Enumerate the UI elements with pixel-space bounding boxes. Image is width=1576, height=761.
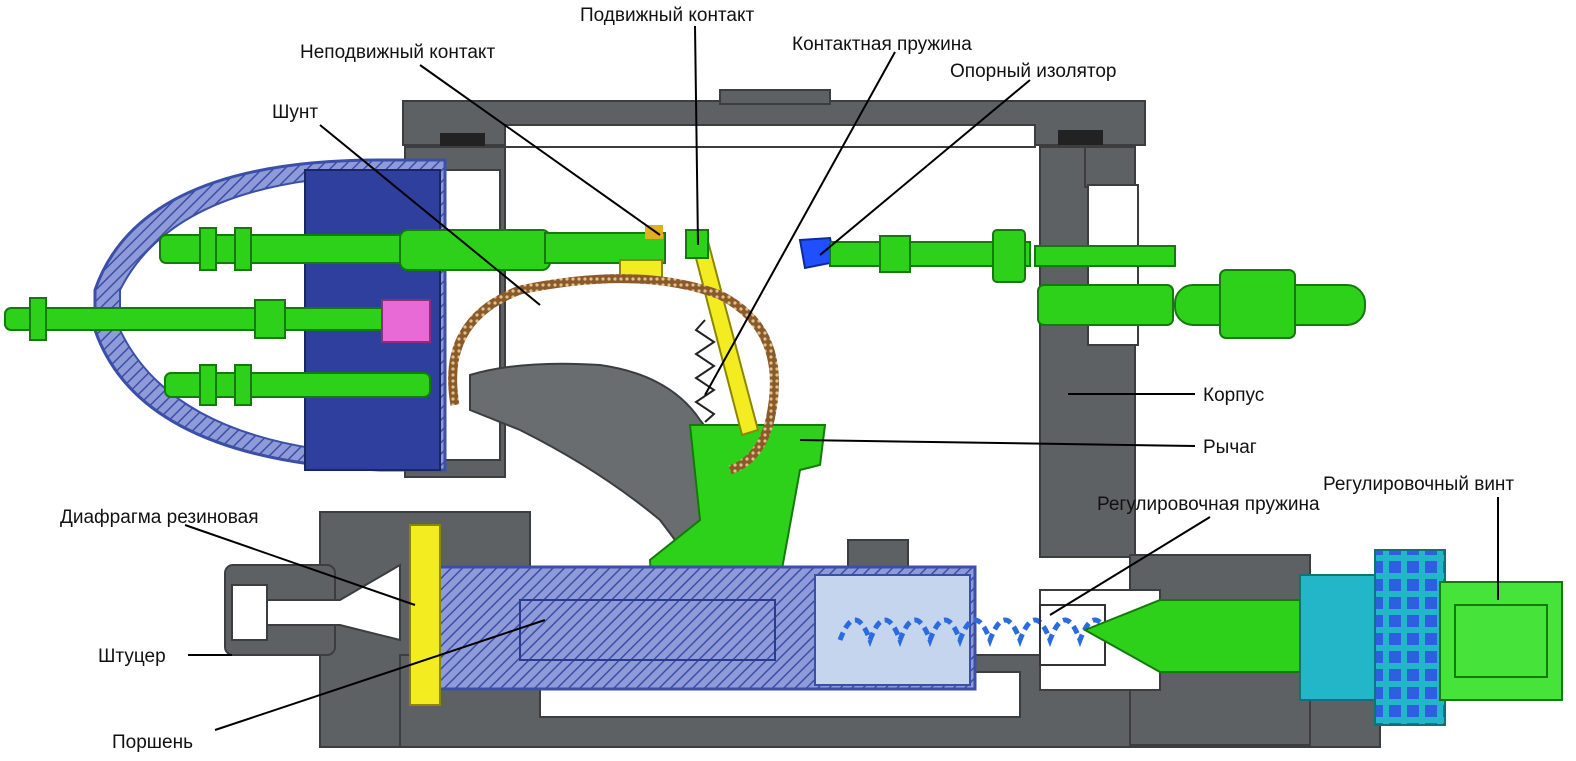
adjusting-screw: [1082, 549, 1563, 726]
terminal-block: [4, 158, 447, 472]
label-shunt: Шунт: [272, 102, 318, 123]
piston: [413, 565, 977, 691]
label-fitting: Штуцер: [98, 646, 166, 667]
leader-lines: [184, 25, 1499, 731]
label-support-insulator: Опорный изолятор: [950, 61, 1117, 82]
label-piston: Поршень: [112, 732, 193, 753]
contact-spring: [694, 319, 716, 423]
label-moving-contact: Подвижный контакт: [580, 5, 755, 26]
label-contact-spring: Контактная пружина: [792, 34, 972, 55]
label-rubber-diaphragm: Диафрагма резиновая: [60, 507, 259, 528]
label-adjusting-spring: Регулировочная пружина: [1097, 494, 1320, 515]
label-housing: Корпус: [1203, 385, 1264, 406]
label-fixed-contact: Неподвижный контакт: [300, 42, 495, 63]
fitting: [224, 563, 401, 656]
labels: Подвижный контакт Неподвижный контакт Ко…: [60, 5, 1514, 753]
label-adjusting-screw: Регулировочный винт: [1323, 474, 1514, 495]
moving-contact: [685, 228, 760, 437]
label-lever: Рычаг: [1203, 437, 1257, 458]
fixed-contact: [399, 225, 666, 281]
rubber-diaphragm: [409, 524, 441, 706]
support-insulator: [798, 229, 1366, 339]
shunt: [448, 274, 779, 475]
